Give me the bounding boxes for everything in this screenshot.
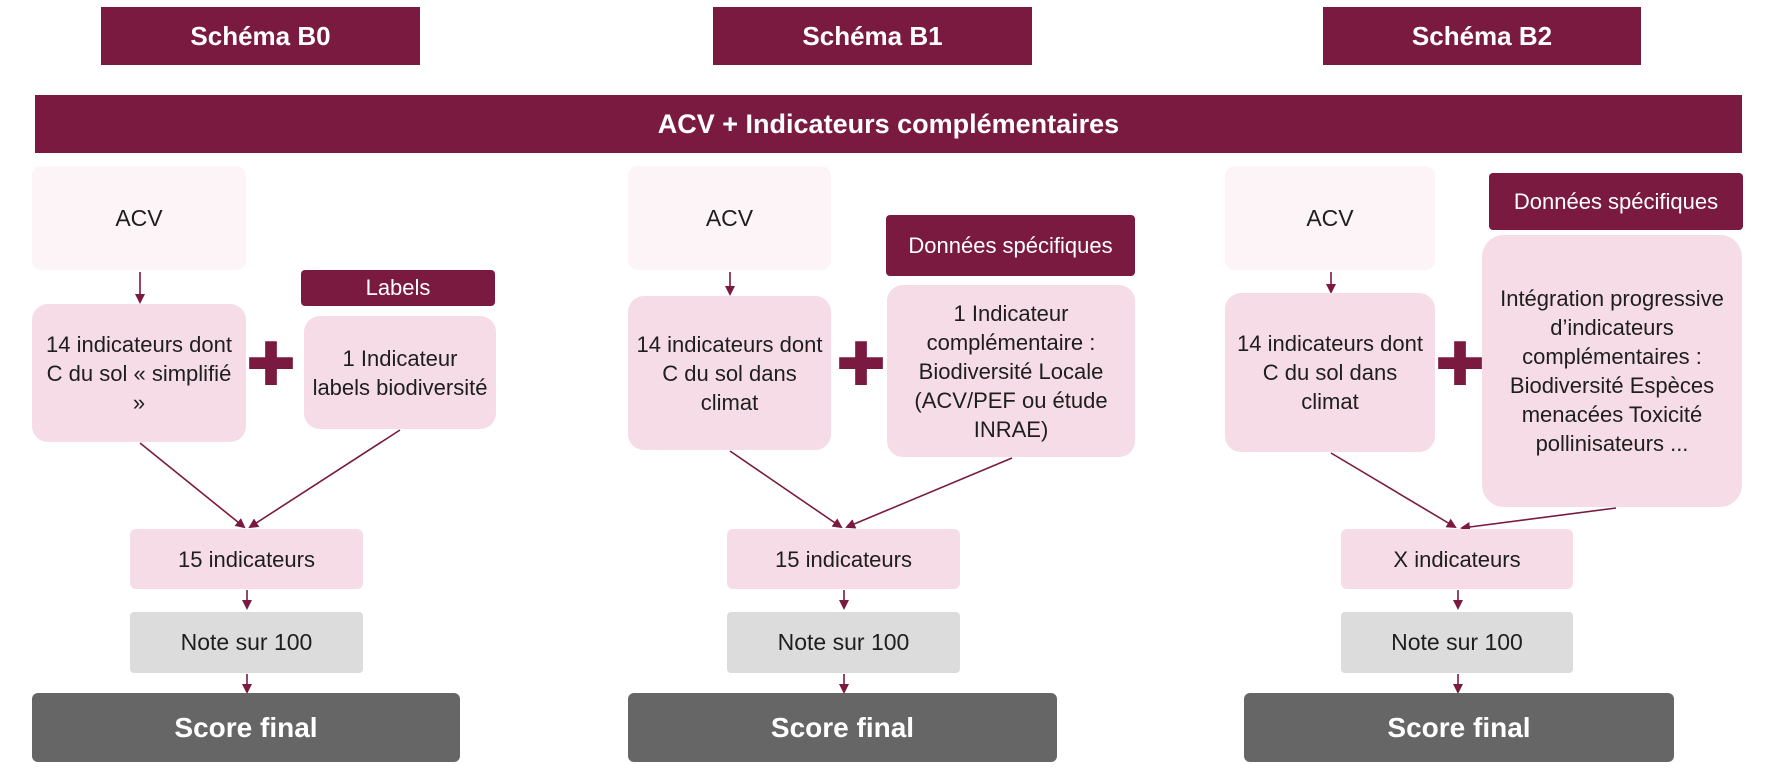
schema-b0-extra-label: Labels: [301, 270, 495, 306]
schema-b2-plus-icon: ✚: [1434, 331, 1486, 398]
schema-b2-score-box: Score final: [1244, 693, 1674, 762]
schema-b1-note-box: Note sur 100: [727, 612, 960, 673]
schema-b1-title: Schéma B1: [713, 7, 1032, 65]
schema-b2-indicators-box: 14 indicateurs dont C du sol dans climat: [1225, 293, 1435, 452]
schema-b1-indicators-box: 14 indicateurs dont C du sol dans climat: [628, 296, 831, 450]
arrow-b1-extra-total: [845, 457, 1013, 529]
schema-b0-acv-box: ACV: [32, 166, 246, 270]
schema-b1-acv-box: ACV: [628, 166, 831, 270]
banner: ACV + Indicateurs complémentaires: [35, 95, 1742, 153]
schema-b1-extra-label: Données spécifiques: [886, 215, 1135, 276]
schema-b0-indicators-box: 14 indicateurs dont C du sol « simplifié…: [32, 304, 246, 442]
schema-b0-score-box: Score final: [32, 693, 460, 762]
schema-b0-extra-box: 1 Indicateur labels biodiversité: [304, 316, 496, 429]
arrow-b2-indicators-total: [1330, 452, 1457, 529]
schema-b0-title: Schéma B0: [101, 7, 420, 65]
schema-b2-title: Schéma B2: [1323, 7, 1641, 65]
schema-b1-total-box: 15 indicateurs: [727, 529, 960, 589]
schema-b2-note-box: Note sur 100: [1341, 612, 1573, 673]
schema-b1-score-box: Score final: [628, 693, 1057, 762]
schema-b2-total-box: X indicateurs: [1341, 529, 1573, 589]
schema-b0-plus-icon: ✚: [245, 331, 297, 398]
schema-b1-extra-box: 1 Indicateur complémentaire : Biodiversi…: [887, 285, 1135, 457]
schema-b0-note-box: Note sur 100: [130, 612, 363, 673]
arrow-b0-indicators-total: [139, 442, 246, 529]
schema-b2-extra-box: Intégration progressive d’indicateurs co…: [1482, 235, 1742, 507]
schema-b2-extra-label: Données spécifiques: [1489, 173, 1743, 230]
arrow-b0-extra-total: [248, 429, 401, 529]
schema-b0-total-box: 15 indicateurs: [130, 529, 363, 589]
arrow-b1-indicators-total: [729, 450, 843, 529]
schema-b1-plus-icon: ✚: [835, 331, 887, 398]
arrow-b2-extra-total: [1460, 507, 1617, 532]
schema-b2-acv-box: ACV: [1225, 166, 1435, 270]
